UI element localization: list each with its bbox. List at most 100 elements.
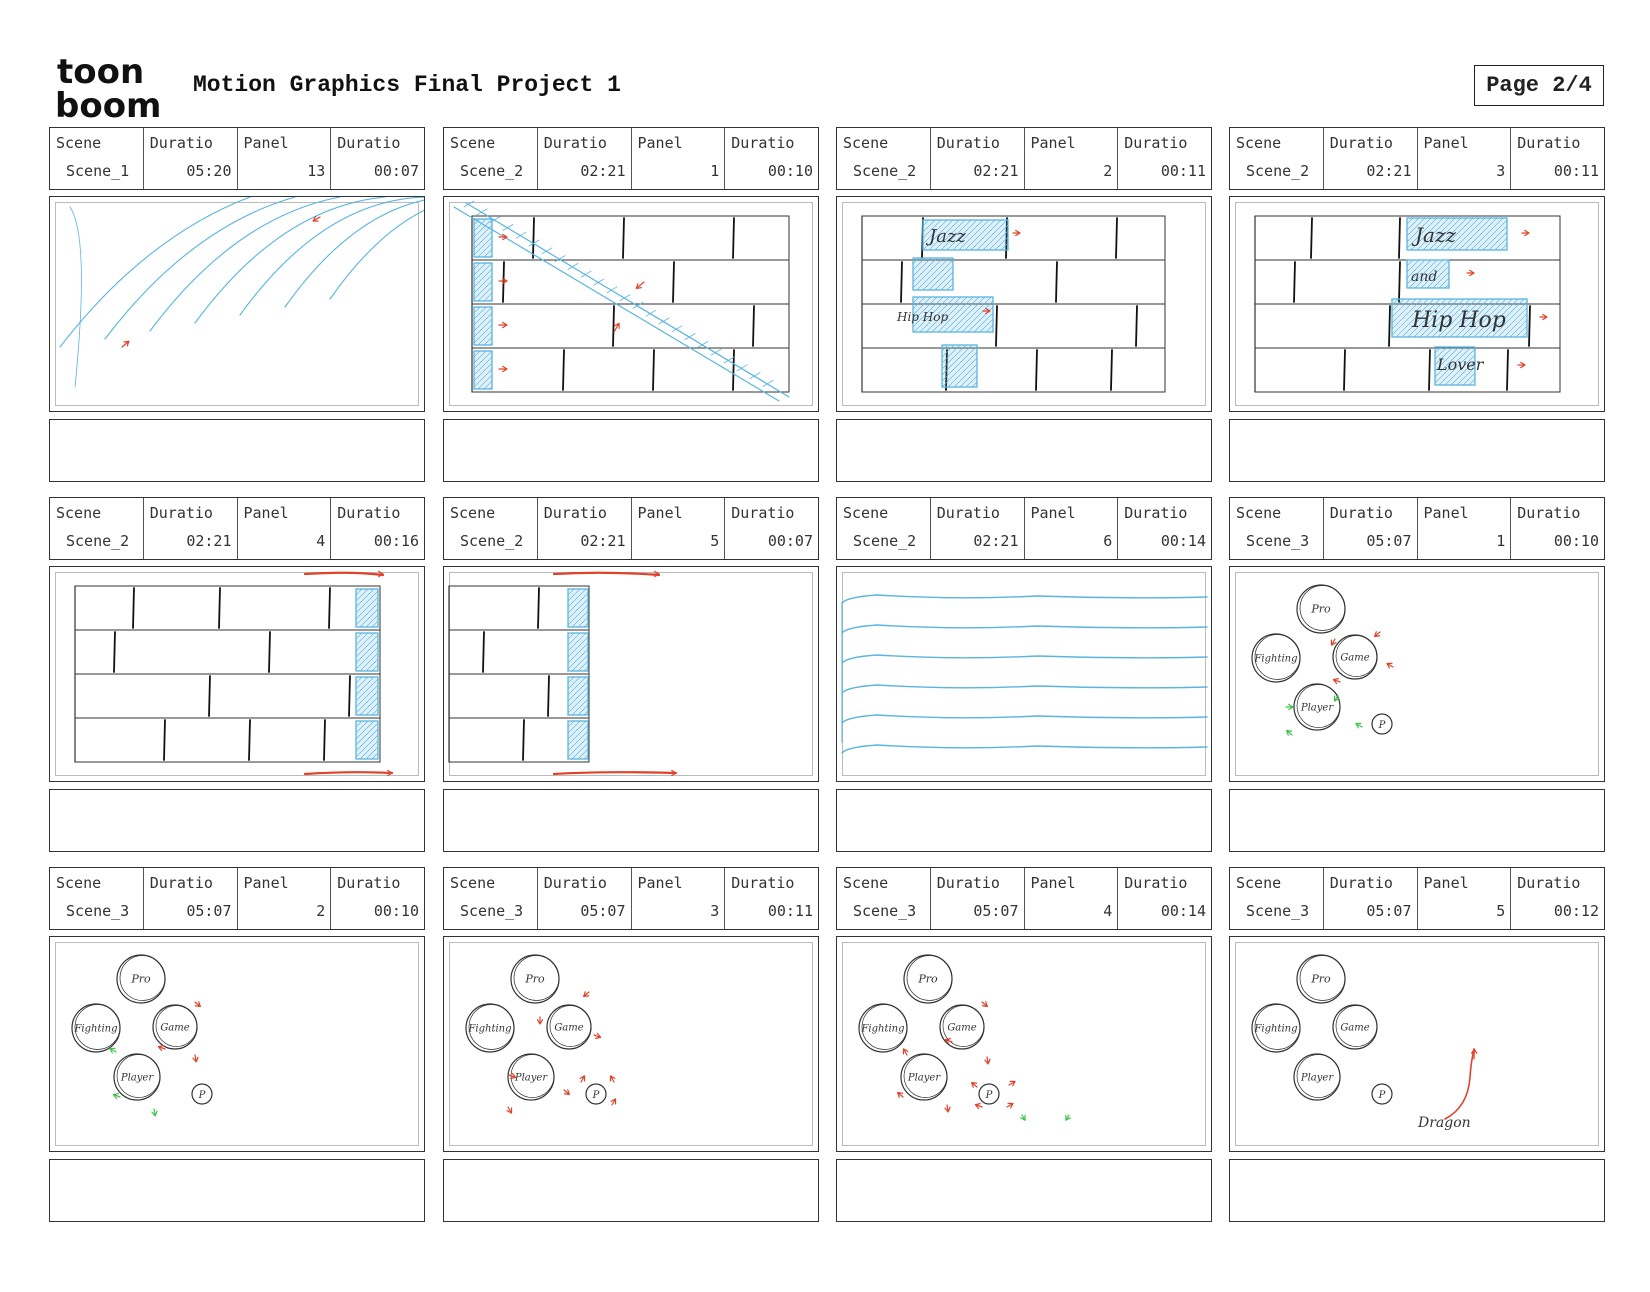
motion-arrow xyxy=(579,1075,586,1083)
panel-notes[interactable] xyxy=(1229,789,1605,852)
scene-value: Scene_2 xyxy=(66,532,130,550)
hatch-stroke xyxy=(912,296,938,322)
panel-drawing[interactable] xyxy=(836,566,1212,782)
panel-duration-label: Duratio xyxy=(731,134,795,152)
stream-line xyxy=(841,624,1208,634)
panel-duration-value: 00:12 xyxy=(1553,902,1599,920)
panel-duration-cell: Duratio 00:14 xyxy=(1118,498,1211,559)
hatch-stroke xyxy=(583,710,589,716)
panel-duration-label: Duratio xyxy=(337,504,401,522)
hatch-stroke xyxy=(952,219,984,251)
hatch-stroke xyxy=(567,676,587,696)
hatch-stroke xyxy=(1444,283,1450,289)
motion-arrow xyxy=(157,1045,166,1052)
hatch-stroke xyxy=(473,306,493,326)
storyboard-panel-9: Scene Scene_3 Duratio 05:07 Panel 2 Dura… xyxy=(49,867,425,1233)
ladder-rung xyxy=(541,247,553,255)
storyboard-panel-11: Scene Scene_3 Duratio 05:07 Panel 4 Dura… xyxy=(836,867,1212,1233)
panel-notes[interactable] xyxy=(836,789,1212,852)
panel-notes[interactable] xyxy=(49,789,425,852)
sketch-canvas xyxy=(448,570,678,777)
panel-drawing[interactable] xyxy=(443,196,819,412)
hatch-stroke xyxy=(941,344,955,358)
panel-notes[interactable] xyxy=(49,1159,425,1222)
ladder-rung xyxy=(645,309,657,317)
motion-arrow xyxy=(1521,229,1530,237)
motion-arrow xyxy=(610,1098,617,1106)
hatch-stroke xyxy=(1408,259,1438,289)
hatch-stroke xyxy=(567,720,581,734)
panel-notes[interactable] xyxy=(49,419,425,482)
hatch-stroke xyxy=(1407,298,1447,338)
safe-area-guide xyxy=(55,572,419,776)
panel-notes[interactable] xyxy=(443,1159,819,1222)
scene-duration-value: 05:07 xyxy=(580,902,626,920)
storyboard-panel-12: Scene Scene_3 Duratio 05:07 Panel 5 Dura… xyxy=(1229,867,1605,1233)
hatch-stroke xyxy=(567,632,581,646)
panel-notes[interactable] xyxy=(836,1159,1212,1222)
fighting-bubble-circle-outline xyxy=(1254,1004,1301,1050)
fighting-bubble-label: Fighting xyxy=(467,1023,511,1034)
hatch-stroke xyxy=(913,296,950,333)
hatch-stroke xyxy=(912,257,938,283)
panel-notes[interactable] xyxy=(836,419,1212,482)
scene-cell: Scene Scene_3 xyxy=(1230,868,1324,929)
panel-notes[interactable] xyxy=(443,789,819,852)
hatch-stroke xyxy=(483,248,493,258)
panel-value: 4 xyxy=(1103,902,1113,920)
panel-duration-label: Duratio xyxy=(337,134,401,152)
hatch-stroke xyxy=(1416,217,1450,251)
panel-drawing[interactable] xyxy=(49,196,425,412)
hatch-stroke xyxy=(371,708,379,716)
hatch-stroke xyxy=(577,748,589,760)
fighting-bubble-label: Fighting xyxy=(73,1023,117,1034)
brick-joint xyxy=(1506,349,1509,391)
hatch-stroke xyxy=(355,596,379,620)
brick-joint xyxy=(1135,305,1138,347)
player-bubble-circle-outline xyxy=(1296,1054,1341,1098)
motion-arrow xyxy=(1330,638,1337,646)
panel-notes[interactable] xyxy=(1229,1159,1605,1222)
panel-duration-label: Duratio xyxy=(731,504,795,522)
panel-duration-value: 00:11 xyxy=(767,902,813,920)
hatch-stroke xyxy=(567,680,589,702)
scene-value: Scene_3 xyxy=(66,902,130,920)
scene-duration-value: 05:07 xyxy=(1366,902,1412,920)
panel-label: Panel xyxy=(243,874,289,892)
motion-arrow xyxy=(981,1001,988,1008)
hatch-stroke xyxy=(355,722,379,746)
hatch-stroke xyxy=(922,219,942,239)
hatch-stroke xyxy=(567,686,589,708)
hatch-stroke xyxy=(925,296,962,333)
motion-arrow xyxy=(944,1104,951,1113)
panel-notes[interactable] xyxy=(443,419,819,482)
page-title: Motion Graphics Final Project 1 xyxy=(193,72,621,98)
panel-cell: Panel 1 xyxy=(632,128,726,189)
panel-drawing[interactable] xyxy=(49,566,425,782)
hatch-stroke xyxy=(355,676,375,696)
panel-notes[interactable] xyxy=(1229,419,1605,482)
hatch-stroke xyxy=(355,632,363,640)
panel-drawing[interactable] xyxy=(443,566,819,782)
scene-label: Scene xyxy=(1236,874,1282,892)
hatch-stroke xyxy=(359,740,379,760)
motion-arrow xyxy=(112,1093,121,1100)
scene-duration-cell: Duratio 05:07 xyxy=(144,868,238,929)
hatch-stroke xyxy=(567,730,589,752)
motion-arrow xyxy=(109,1047,117,1054)
player-bubble-label: Player xyxy=(907,1072,941,1083)
jazz-label: Jazz xyxy=(925,226,966,247)
scene-duration-cell: Duratio 02:21 xyxy=(538,128,632,189)
panel-cell: Panel 5 xyxy=(1418,868,1512,929)
scene-cell: Scene Scene_3 xyxy=(444,868,538,929)
panel-cell: Panel 2 xyxy=(238,868,332,929)
storyboard-panel-2: Scene Scene_2 Duratio 02:21 Panel 1 Dura… xyxy=(443,127,819,493)
motion-arrow xyxy=(1065,1114,1071,1121)
